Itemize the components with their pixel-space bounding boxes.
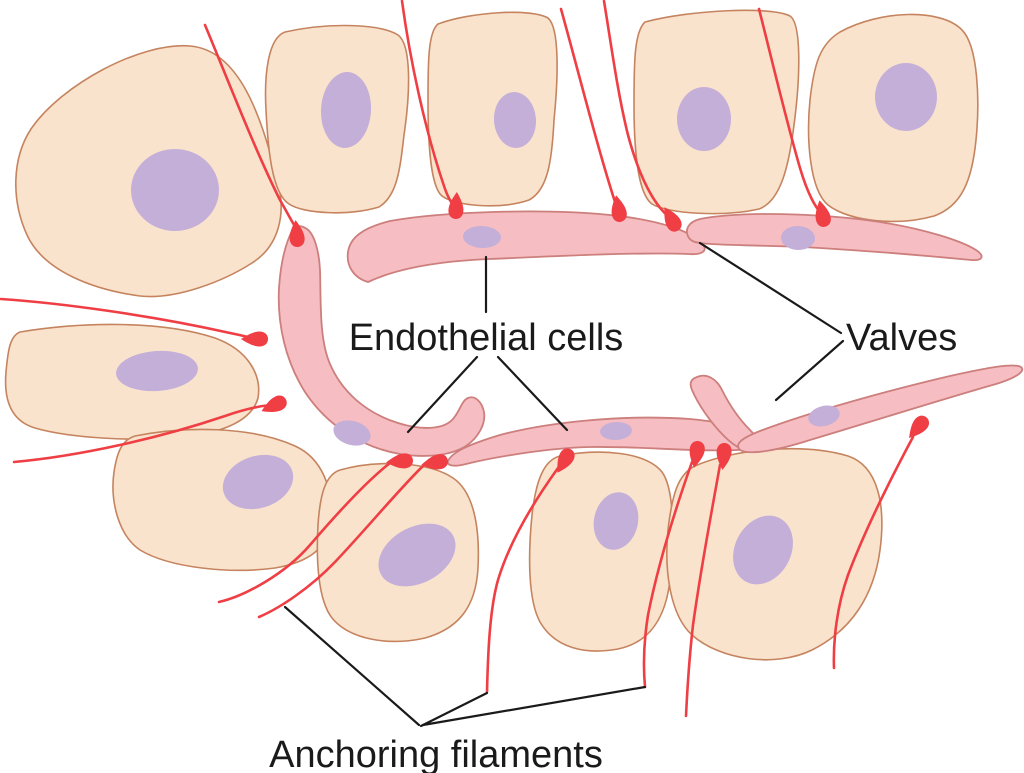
anchoring-filament [559, 7, 618, 207]
anchoring-filament [485, 466, 560, 694]
filament-anchor [289, 220, 305, 247]
pointer-filament-left [283, 605, 421, 727]
endothelial-cell-nucleus [463, 225, 501, 249]
pointer-valve-top [698, 241, 843, 335]
endothelial-cell-nucleus [781, 225, 815, 251]
endothelial-cell-nucleus [333, 420, 371, 446]
tissue-cell [528, 451, 674, 652]
filament-anchors-group [241, 192, 930, 473]
tissue-cell-nucleus [677, 87, 731, 151]
anchoring-filament [602, 0, 670, 218]
filament-anchor [241, 331, 268, 347]
tissue-cell-nucleus [875, 63, 937, 131]
pointer-filament-right [421, 685, 647, 727]
endothelial-cell-top-left [346, 210, 706, 283]
filament-anchor [421, 454, 448, 470]
anchoring-filament [257, 462, 427, 619]
anchoring-filament [12, 403, 273, 464]
pointer-valve-bottom [774, 339, 845, 402]
endothelial-cell-left-wall [277, 225, 486, 457]
filament-anchor [448, 192, 464, 219]
anchoring-filaments-group [0, 0, 915, 718]
tissue-cell-nucleus [131, 149, 219, 231]
tissue-cells-group [4, 9, 979, 661]
anchoring-filament [217, 461, 392, 604]
filament-anchor [261, 395, 287, 412]
anchoring-filament [400, 0, 457, 209]
filament-anchor [611, 195, 627, 222]
tissue-cell-nucleus [493, 92, 537, 148]
filament-anchor [689, 441, 705, 468]
anchoring-filament [832, 435, 915, 670]
anchoring-filament [0, 297, 254, 340]
tissue-cell [427, 11, 558, 207]
label-anchoring-filaments: Anchoring filaments [269, 734, 603, 773]
pointer-endothelial-right [496, 355, 569, 432]
label-endothelial-cells: Endothelial cells [349, 317, 624, 359]
pointer-endothelial-left [406, 355, 479, 434]
pointer-lines-group [283, 241, 845, 728]
endothelial-cell-bottom-right [737, 364, 1024, 454]
endothelial-cell-top-right [686, 213, 983, 262]
tissue-cell-nucleus [320, 72, 372, 148]
anchoring-filament [684, 463, 722, 718]
tissue-cell-nucleus [378, 523, 456, 587]
label-valves: Valves [846, 317, 957, 359]
tissue-cell-nucleus [116, 350, 198, 392]
filament-anchor [815, 200, 831, 227]
anchoring-filament [757, 7, 823, 215]
anchoring-filament [203, 23, 298, 230]
endothelial-cells-group [277, 210, 1024, 467]
tissue-cell-nucleus [733, 515, 793, 585]
filament-anchor [557, 448, 575, 473]
tissue-cell [112, 428, 333, 572]
endothelial-cell-nucleus [600, 421, 632, 441]
anchoring-filament [642, 460, 694, 689]
tissue-cell-nucleus [593, 492, 639, 550]
filament-anchor [386, 453, 413, 469]
filament-anchor [716, 443, 732, 470]
filament-anchor [664, 207, 682, 232]
tissue-cell-nucleus [222, 454, 294, 510]
filament-anchor [909, 415, 930, 439]
pointer-filament-middle [419, 691, 489, 728]
endothelial-cell-nucleus [808, 405, 840, 427]
